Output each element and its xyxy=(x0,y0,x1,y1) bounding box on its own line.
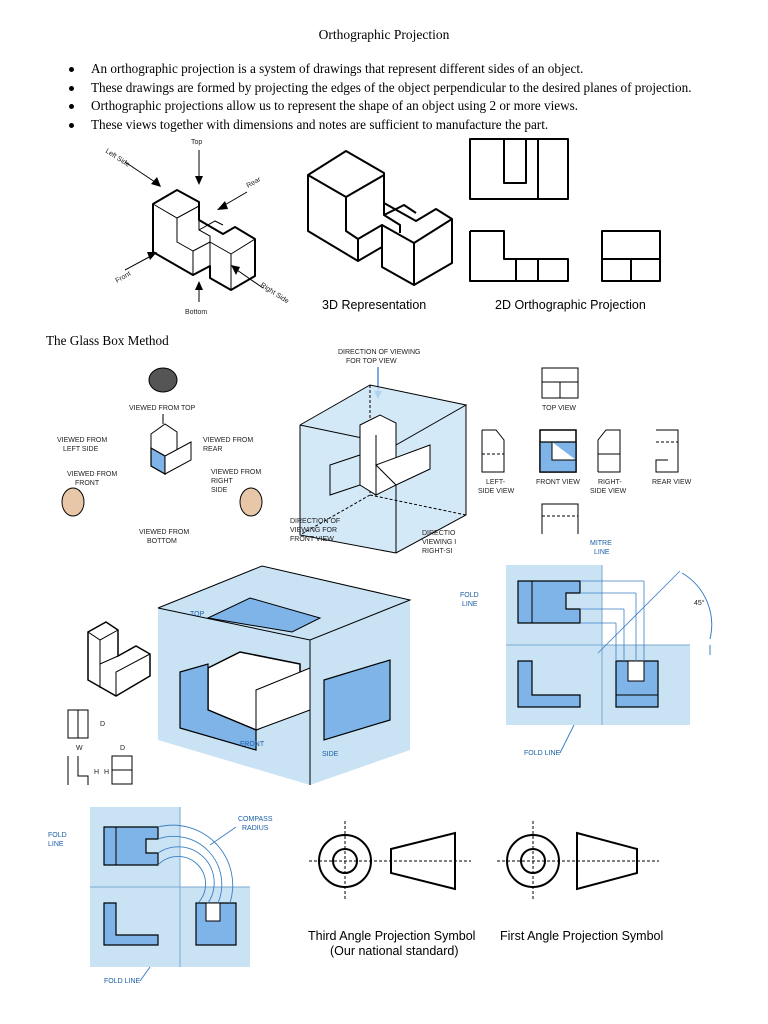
left-side-view-label-1: LEFT- xyxy=(486,479,506,486)
viewed-from-bottom-1: VIEWED FROM xyxy=(139,529,189,536)
compass-label-2: RADIUS xyxy=(242,825,269,832)
mitre-side-view xyxy=(615,660,659,708)
viewed-from-front-2: FRONT xyxy=(75,480,100,487)
viewed-from-left-2: LEFT SIDE xyxy=(63,446,99,453)
viewed-from-front-1: VIEWED FROM xyxy=(67,471,117,478)
dir-front-3: FRONT VIEW xyxy=(290,536,334,543)
dimension-views: D W H H D xyxy=(67,709,133,785)
label-top: Top xyxy=(191,139,202,146)
dim-d: D xyxy=(100,721,105,728)
angle-label: 45° xyxy=(694,599,705,607)
view-arrows xyxy=(124,150,264,302)
3d-representation-figure xyxy=(307,150,453,286)
mitre-label-1: MITRE xyxy=(590,540,612,547)
third-angle-label-1: Third Angle Projection Symbol xyxy=(308,929,476,943)
fold-label-1: FOLD xyxy=(460,592,479,599)
dir-right-3: RIGHT-SI xyxy=(422,548,452,555)
six-views-figure: TOP VIEW LEFT- SIDE VIEW FRONT VIEW RIGH… xyxy=(478,367,692,534)
bullet-item: An orthographic projection is a system o… xyxy=(66,60,692,79)
head-right-icon xyxy=(239,487,263,517)
bottom-view-small xyxy=(541,503,579,534)
dim-d2: D xyxy=(120,745,125,752)
isometric-object xyxy=(152,189,256,291)
dir-front-1: DIRECTION OF xyxy=(290,518,340,525)
label-front-plane: FRONT xyxy=(240,741,265,748)
bullet-item: These drawings are formed by projecting … xyxy=(66,79,692,98)
mitre-label-2: LINE xyxy=(594,549,610,556)
right-side-view-small xyxy=(597,429,621,473)
viewed-from-right-1: VIEWED FROM xyxy=(211,469,261,476)
dim-h2: H xyxy=(104,769,109,776)
viewed-from-right-3: SIDE xyxy=(211,487,228,494)
head-left-icon xyxy=(61,487,85,517)
label-bottom: Bottom xyxy=(185,309,207,316)
inner-object xyxy=(329,414,431,496)
first-angle-label: First Angle Projection Symbol xyxy=(500,929,664,943)
projection-lines xyxy=(580,570,681,661)
dir-right-2: VIEWING I xyxy=(422,539,456,546)
mitre-top-view xyxy=(517,580,581,624)
label-side-plane: SIDE xyxy=(322,751,339,758)
bullet-item: These views together with dimensions and… xyxy=(66,116,692,135)
front-view-small xyxy=(539,429,577,473)
viewed-from-bottom-2: BOTTOM xyxy=(147,538,177,545)
viewed-from-right-2: RIGHT xyxy=(211,478,234,485)
right-side-view-label-2: SIDE VIEW xyxy=(590,488,627,495)
left-side-view-label-2: SIDE VIEW xyxy=(478,488,515,495)
label-front: Front xyxy=(115,270,133,284)
right-side-view-label-1: RIGHT- xyxy=(598,479,622,486)
rear-view-small xyxy=(655,429,679,473)
viewed-from-rear-2: REAR xyxy=(203,446,222,453)
head-top-icon xyxy=(148,367,178,393)
page-title: Orthographic Projection xyxy=(318,27,450,42)
front-view-label: FRONT VIEW xyxy=(536,479,580,486)
third-angle-label-2: (Our national standard) xyxy=(330,944,459,958)
label-rear: Rear xyxy=(246,176,263,190)
rear-view-label: REAR VIEW xyxy=(652,479,692,486)
projected-object xyxy=(179,597,391,751)
object-icon xyxy=(150,423,192,476)
mitre-line-figure: MITRE LINE FOLD LINE 45° FOLD LINE xyxy=(460,540,713,757)
caption-3d: 3D Representation xyxy=(322,298,427,312)
dir-front-2: VIEWING FOR xyxy=(290,527,337,534)
third-angle-symbol xyxy=(309,821,471,901)
top-view-small xyxy=(541,367,579,399)
dir-top-2: FOR TOP VIEW xyxy=(346,358,397,365)
compass-label-1: COMPASS xyxy=(238,816,273,823)
section-heading: The Glass Box Method xyxy=(46,333,169,348)
caption-2d: 2D Orthographic Projection xyxy=(495,298,646,312)
small-isometric-object xyxy=(87,621,151,697)
view-directions-figure: Top Left Side Rear Front Bottom Right Si… xyxy=(104,139,290,316)
top-view xyxy=(469,138,569,200)
fold-label-2: LINE xyxy=(48,841,64,848)
fold-label-1: FOLD xyxy=(48,832,67,839)
dir-top-1: DIRECTION OF VIEWING xyxy=(338,349,420,356)
dim-h: H xyxy=(94,769,99,776)
mitre-front-view xyxy=(517,660,581,708)
bullet-list: An orthographic projection is a system o… xyxy=(66,60,692,134)
side-view xyxy=(601,230,661,282)
dir-right-1: DIRECTIO xyxy=(422,530,456,537)
left-side-view-small xyxy=(481,429,505,473)
2d-orthographic-figure xyxy=(469,138,661,282)
label-top-plane: TOP xyxy=(190,611,205,618)
label-right-side: Right Side xyxy=(259,282,290,306)
front-view xyxy=(469,230,569,282)
bullet-item: Orthographic projections allow us to rep… xyxy=(66,97,692,116)
fold-bottom-label: FOLD LINE xyxy=(104,978,141,985)
label-left-side: Left Side xyxy=(104,148,131,169)
viewed-from-figure: VIEWED FROM TOP VIEWED FROM LEFT SIDE VI… xyxy=(57,367,263,545)
glass-box-figure: DIRECTION OF VIEWING FOR TOP VIEW DIRECT… xyxy=(290,349,468,555)
dim-w: W xyxy=(76,745,83,752)
viewed-from-rear-1: VIEWED FROM xyxy=(203,437,253,444)
fold-label-2: LINE xyxy=(462,601,478,608)
viewed-from-top: VIEWED FROM TOP xyxy=(129,405,196,412)
fold-bottom-label: FOLD LINE xyxy=(524,750,561,757)
compass-radius-figure: FOLD LINE COMPASS RADIUS FOLD LINE xyxy=(48,807,273,985)
large-glass-box-figure: D W H H D TOP FRONT SIDE xyxy=(67,565,412,785)
viewed-from-left-1: VIEWED FROM xyxy=(57,437,107,444)
first-angle-symbol xyxy=(497,821,659,901)
top-view-label: TOP VIEW xyxy=(542,405,576,412)
